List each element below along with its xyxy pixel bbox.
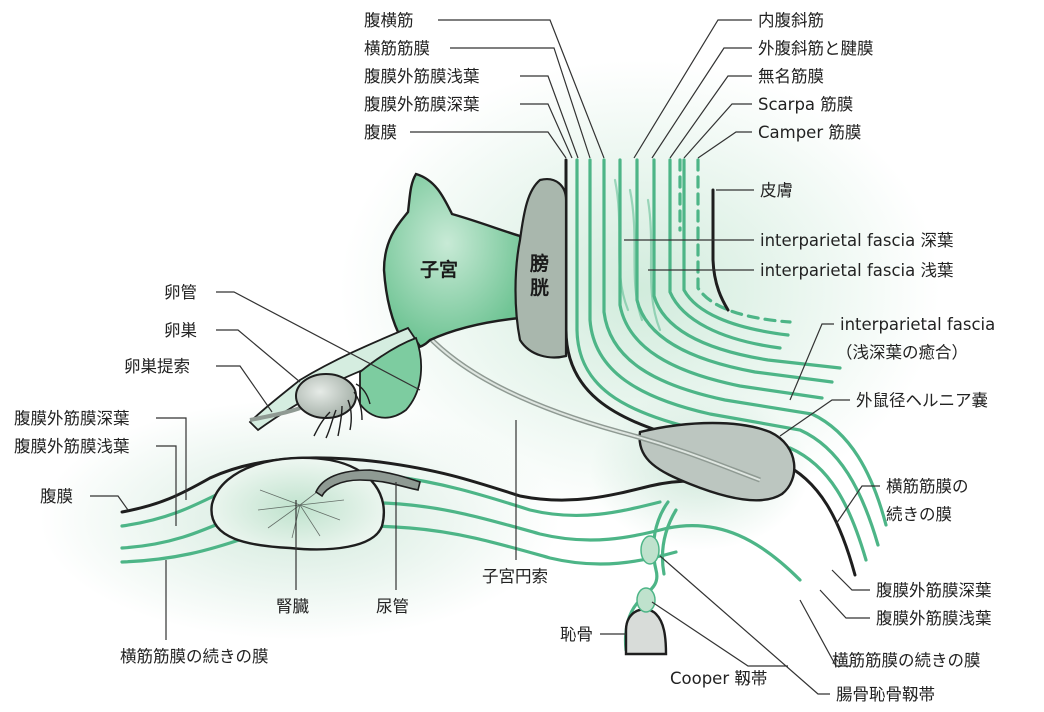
- label-camper: Camper 筋膜: [758, 123, 861, 142]
- bladder: [514, 178, 568, 359]
- label-chokotsu: 腸骨恥骨靱帯: [836, 685, 935, 704]
- label-hernia: 外鼠径ヘルニア嚢: [856, 391, 988, 410]
- label-cooper: Cooper 靱帯: [670, 669, 767, 688]
- label-ransou: 卵巣: [164, 321, 197, 340]
- label-gaifukushakin: 外腹斜筋と腱膜: [758, 39, 874, 58]
- label-ip-deep: interparietal fascia 深葉: [760, 231, 954, 250]
- label-boukou-1: 膀: [529, 252, 549, 275]
- label-fukumakugai-shin-top: 腹膜外筋膜深葉: [364, 95, 480, 114]
- label-hifu: 皮膚: [760, 181, 793, 200]
- annotation-labels: 腹横筋 横筋筋膜 腹膜外筋膜浅葉 腹膜外筋膜深葉 腹膜 内腹斜筋 外腹斜筋と腱膜…: [14, 11, 995, 704]
- label-jinzo: 腎臓: [276, 597, 310, 616]
- fimbriae: [313, 383, 371, 439]
- label-rankan: 卵管: [164, 283, 197, 302]
- label-ip-fused-1: interparietal fascia: [840, 315, 995, 334]
- label-fukumakugai-shin-right: 腹膜外筋膜深葉: [876, 581, 992, 600]
- label-fukumaku-left: 腹膜: [40, 487, 73, 506]
- label-chikotsu: 恥骨: [560, 625, 593, 644]
- label-shikyu-ensaku: 子宮円索: [482, 567, 548, 586]
- label-nyokan: 尿管: [376, 597, 409, 616]
- label-scarpa: Scarpa 筋膜: [758, 95, 853, 114]
- leader-lines: [90, 19, 880, 695]
- iliopubic-tract: [640, 535, 660, 565]
- label-ransou-teisaku: 卵巣提索: [124, 357, 190, 376]
- uterus: [382, 172, 526, 349]
- cooper-ligament: [636, 587, 656, 613]
- label-fukumaku-top: 腹膜: [364, 123, 397, 142]
- background-glow: [340, 60, 940, 520]
- label-fukumakugai-shin-left: 腹膜外筋膜深葉: [14, 409, 130, 428]
- label-oukin-cont-right-full: 横筋筋膜の続きの膜: [832, 651, 981, 670]
- ovary: [295, 373, 357, 419]
- label-ip-superficial: interparietal fascia 浅葉: [760, 261, 954, 280]
- label-fukumakugai-sen-right: 腹膜外筋膜浅葉: [876, 609, 992, 628]
- label-boukou-2: 胱: [530, 277, 549, 299]
- ureter: [315, 469, 421, 498]
- label-shikyu: 子宮: [420, 258, 458, 281]
- label-oukin-cont-bottom: 横筋筋膜の続きの膜: [120, 647, 269, 666]
- label-oukin-cont-right-1: 横筋筋膜の: [886, 477, 969, 496]
- label-oukin-cont-right-2: 続きの膜: [886, 505, 952, 524]
- ovary-ligament-fold: [359, 336, 422, 419]
- label-fukumakugai-sen-top: 腹膜外筋膜浅葉: [364, 67, 480, 86]
- label-ip-fused-2: （浅深葉の癒合）: [836, 343, 968, 362]
- suspensory-ligament: [249, 406, 301, 422]
- label-fukuoukin: 腹横筋: [364, 11, 414, 30]
- label-naifukushakin: 内腹斜筋: [758, 11, 824, 30]
- label-mumei: 無名筋膜: [758, 67, 824, 86]
- pubic-region: [623, 500, 678, 656]
- label-oukinmaku: 横筋筋膜: [364, 39, 430, 58]
- label-fukumakugai-sen-left: 腹膜外筋膜浅葉: [14, 437, 130, 456]
- pubic-bone: [624, 608, 668, 656]
